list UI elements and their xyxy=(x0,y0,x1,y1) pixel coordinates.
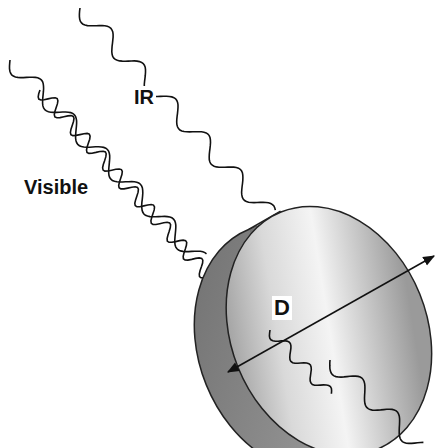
light-wave xyxy=(269,330,331,394)
wave-label: IR xyxy=(132,86,156,108)
diameter-arrow xyxy=(228,256,434,372)
light-wave xyxy=(10,60,207,254)
dimension-label: D xyxy=(272,296,292,320)
light-wave xyxy=(330,360,424,443)
wave-label: Visible xyxy=(22,176,90,198)
disk xyxy=(156,174,441,448)
light-wave xyxy=(79,8,275,210)
